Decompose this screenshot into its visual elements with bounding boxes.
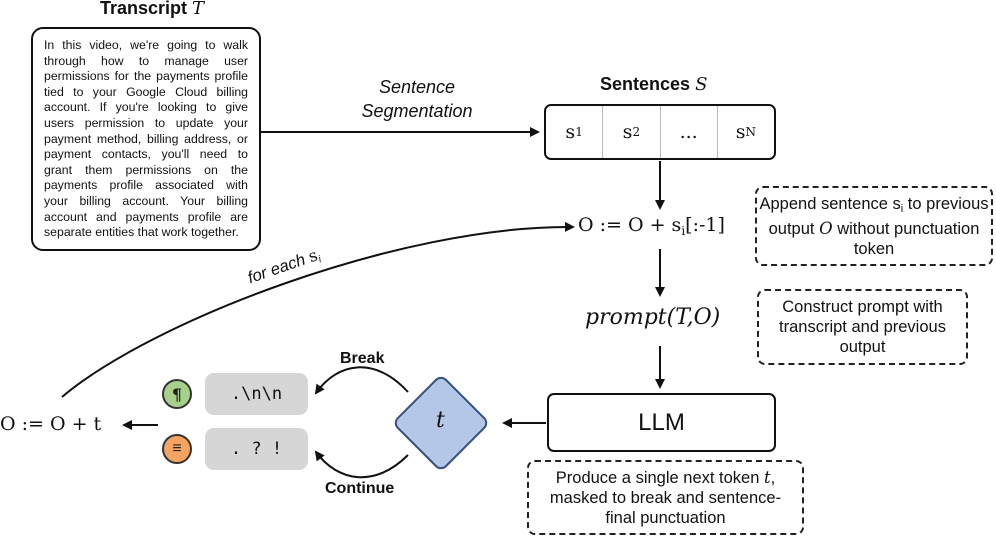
sentence-cell-ellipsis: ... xyxy=(661,106,718,158)
note-produce: Produce a single next token t, masked to… xyxy=(527,460,804,535)
sentences-title: Sentences S xyxy=(600,74,708,95)
note-append: Append sentence si to previous output O … xyxy=(755,186,993,266)
continue-tokens-pill: . ? ! xyxy=(205,428,308,470)
pilcrow-icon: ¶ xyxy=(162,379,192,409)
arrow-continue xyxy=(314,450,409,479)
prompt-formula: prompt(T,O) xyxy=(585,305,721,330)
loop-arrow xyxy=(61,221,575,398)
segmentation-label: Sentence Segmentation xyxy=(361,77,473,121)
arrow-break xyxy=(314,366,409,395)
continue-label: Continue xyxy=(325,480,395,497)
append-formula: O := O + si[:-1] xyxy=(578,214,725,238)
transcript-text: In this video, we're going to walk throu… xyxy=(44,38,248,240)
llm-box: LLM xyxy=(547,393,776,452)
lines-icon: ≡ xyxy=(162,434,192,464)
break-label: Break xyxy=(340,350,385,367)
note-prompt: Construct prompt with transcript and pre… xyxy=(757,289,968,365)
token-variable: t xyxy=(436,408,445,433)
output-formula: O := O + t xyxy=(0,413,102,435)
token-decision-diamond xyxy=(394,376,488,470)
transcript-title: Transcript T xyxy=(100,0,205,19)
break-tokens-pill: .\n\n xyxy=(205,373,308,415)
transcript-box: In this video, we're going to walk throu… xyxy=(31,27,261,251)
